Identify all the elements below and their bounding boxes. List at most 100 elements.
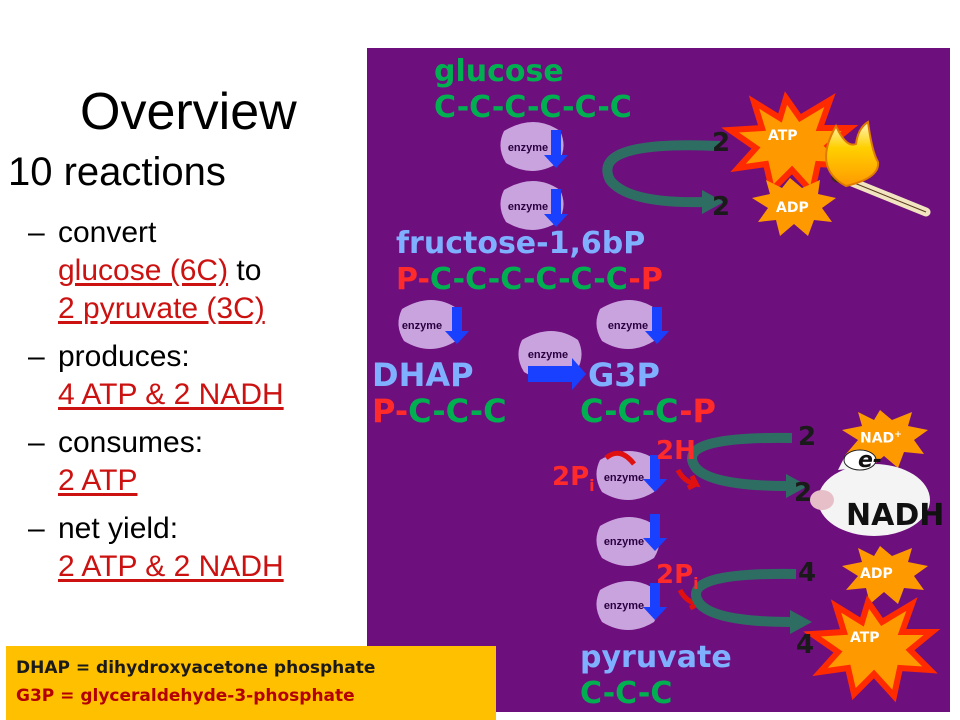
enzyme-shape-8 <box>596 581 660 630</box>
fructose-label: fructose-1,6bP <box>396 226 646 261</box>
bullet-item: –produces: 4 ATP & 2 NADH <box>28 338 358 414</box>
bullet-item: –consumes: 2 ATP <box>28 424 358 500</box>
nad-curve-arrow <box>687 432 793 491</box>
glucose-label: glucose <box>434 54 564 89</box>
pyruvate-label: pyruvate <box>580 640 732 675</box>
bullet-dash: – <box>28 216 45 249</box>
two-pi-text-2: 2P <box>656 560 694 590</box>
enzyme-label-2: enzyme <box>507 201 549 213</box>
two-pi-text-1: 2P <box>552 462 590 492</box>
adp-in-count: 4 <box>798 558 817 588</box>
bullet-item: –convert glucose (6C) to 2 pyruvate (3C) <box>28 214 358 328</box>
fructose-phosphate-right: -P <box>628 262 663 297</box>
fructose-formula: C-C-C-C-C-C <box>429 262 629 297</box>
slide-title: Overview <box>80 83 297 141</box>
nad-in-count: 2 <box>798 422 817 452</box>
nad-in-label: NAD+ <box>860 430 902 447</box>
bullet-highlight: 4 ATP & 2 NADH <box>58 378 284 411</box>
pi-curve-arrow-1 <box>604 450 636 466</box>
enzyme-arrow-3 <box>445 307 469 344</box>
nad-text: NAD <box>860 430 895 447</box>
nadh-piggybank-icon <box>810 449 930 536</box>
atp-curve-arrow <box>602 140 721 208</box>
adp-burst-bottom <box>842 546 928 604</box>
nad-curve-arrowhead <box>786 474 808 498</box>
enzyme-arrow-1 <box>544 130 568 168</box>
bullet-lead: consumes: <box>58 426 204 459</box>
electron-label: e- <box>858 448 883 473</box>
enzyme-shape-6 <box>596 451 660 500</box>
bullet-dash: – <box>28 512 45 545</box>
bullet-highlight: 2 ATP <box>58 464 138 497</box>
atp-out-label: ATP <box>850 630 880 646</box>
bullet-lead: net yield: <box>58 512 179 545</box>
g3p-formula-row: C-C-C-P <box>580 392 716 430</box>
nad-burst <box>842 410 928 468</box>
enzyme-shape-4 <box>596 300 660 349</box>
enzyme-arrow-4 <box>645 307 669 344</box>
definitions-box: DHAP = dihydroxyacetone phosphate G3P = … <box>6 646 496 720</box>
two-pi-label-1: 2Pi <box>552 462 595 495</box>
adp-out-label: ADP <box>776 200 809 216</box>
adp-out-count: 2 <box>712 192 731 222</box>
isomerase-arrow <box>528 358 586 390</box>
two-pi-sub-1: i <box>589 476 595 496</box>
enzyme-label-4: enzyme <box>607 320 649 332</box>
enzyme-label-5: enzyme <box>527 349 569 361</box>
bullet-item: –net yield: 2 ATP & 2 NADH <box>28 510 358 586</box>
enzyme-shape-7 <box>596 517 660 566</box>
enzyme-arrow-2 <box>544 189 568 227</box>
g3p-phosphate: -P <box>679 392 716 430</box>
adp-curve-arrow <box>691 568 797 627</box>
bullet-text: to <box>228 254 262 287</box>
fructose-phosphate-left: P- <box>396 262 430 297</box>
bullet-dash: – <box>28 426 45 459</box>
adp-burst-top <box>752 178 836 236</box>
atp-in-label: ATP <box>768 128 798 144</box>
dhap-label: DHAP <box>372 356 474 394</box>
nadh-out-count: 2 <box>794 478 813 508</box>
adp-in-label: ADP <box>860 566 893 582</box>
dhap-definition: DHAP = dihydroxyacetone phosphate <box>16 658 376 678</box>
bullet-lead: produces: <box>58 340 190 373</box>
dhap-formula-row: P-C-C-C <box>372 392 507 430</box>
adp-curve-arrowhead <box>790 610 812 634</box>
bullet-highlight: glucose (6C) <box>58 254 229 287</box>
atp-burst-bottom <box>803 595 941 703</box>
enzyme-shape-3 <box>398 300 462 349</box>
two-pi-sub-2: i <box>693 574 699 594</box>
g3p-label: G3P <box>588 356 660 394</box>
enzyme-label-1: enzyme <box>507 142 549 154</box>
enzyme-label-7: enzyme <box>603 536 645 548</box>
dhap-formula: C-C-C <box>408 392 507 430</box>
bullet-highlight: 2 pyruvate (3C) <box>58 292 265 325</box>
enzyme-arrow-6 <box>643 455 667 492</box>
enzyme-label-3: enzyme <box>401 320 443 332</box>
fructose-formula-row: P-C-C-C-C-C-C-P <box>396 262 663 297</box>
atp-in-count: 2 <box>712 128 731 158</box>
two-pi-label-2: 2Pi <box>656 560 699 593</box>
dhap-phosphate: P- <box>372 392 409 430</box>
bullet-lead: convert <box>58 216 157 249</box>
g3p-formula: C-C-C <box>580 392 680 430</box>
enzyme-arrow-7 <box>643 514 667 551</box>
bullet-dash: – <box>28 340 45 373</box>
enzyme-arrow-8 <box>643 583 667 620</box>
bullet-highlight: 2 ATP & 2 NADH <box>58 550 284 583</box>
atp-curve-arrowhead <box>702 190 724 214</box>
pyruvate-formula: C-C-C <box>580 676 673 711</box>
pi-curve-arrow-2 <box>675 468 701 491</box>
atp-out-count: 4 <box>796 630 815 660</box>
glucose-formula: C-C-C-C-C-C <box>434 90 632 125</box>
slide-subtitle: 10 reactions <box>8 150 226 194</box>
enzyme-label-8: enzyme <box>603 600 645 612</box>
g3p-definition: G3P = glyceraldehyde-3-phosphate <box>16 686 355 706</box>
burning-match-icon <box>825 120 931 217</box>
atp-burst-top <box>721 91 859 199</box>
enzyme-label-6: enzyme <box>603 472 645 484</box>
nad-sup: + <box>894 430 902 440</box>
two-h-label: 2H <box>656 436 696 466</box>
nadh-label: NADH <box>846 498 945 533</box>
